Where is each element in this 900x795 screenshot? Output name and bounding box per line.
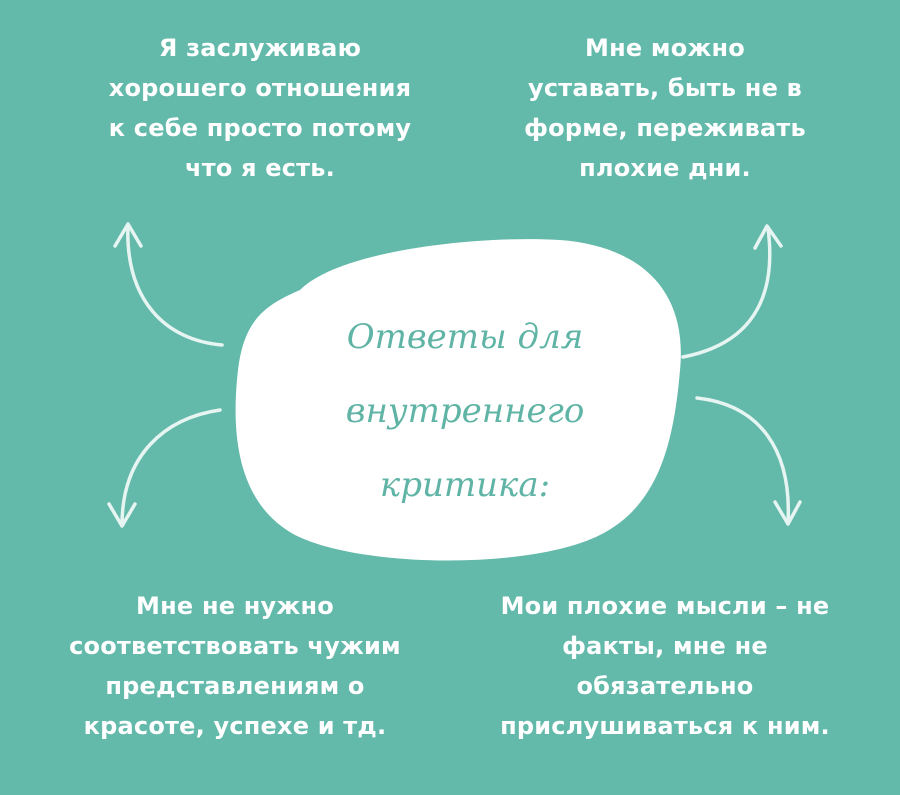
center-title: Ответы для внутреннего критика:: [290, 300, 640, 522]
arrow-top-left: [113, 222, 224, 347]
statement-bottom-right: Мои плохие мысли – не факты, мне не обяз…: [455, 586, 875, 746]
statement-line: прислушиваться к ним.: [500, 712, 830, 740]
statement-line: что я есть.: [185, 154, 335, 182]
statement-line: соответствовать чужим: [69, 632, 401, 660]
statement-line: Мне не нужно: [136, 592, 334, 620]
statement-line: к себе просто потому: [108, 114, 412, 142]
statement-line: форме, переживать: [524, 114, 806, 142]
center-title-line: внутреннего: [345, 391, 585, 431]
statement-line: обязательно: [576, 672, 754, 700]
statement-bottom-left: Мне не нужно соответствовать чужим предс…: [30, 586, 440, 746]
statement-top-left: Я заслуживаю хорошего отношения к себе п…: [60, 28, 460, 188]
center-blob: [235, 239, 681, 561]
center-title-line: Ответы для: [346, 317, 584, 357]
statement-line: хорошего отношения: [108, 74, 412, 102]
statement-line: Мои плохие мысли – не: [500, 592, 830, 620]
statement-line: Я заслуживаю: [158, 34, 362, 62]
center-title-line: критика:: [379, 465, 551, 505]
arrow-bottom-left: [107, 408, 222, 528]
arrow-bottom-right: [695, 396, 802, 526]
statement-line: красоте, успехе и тд.: [83, 712, 387, 740]
statement-top-right: Мне можно уставать, быть не в форме, пер…: [460, 28, 870, 188]
statement-line: факты, мне не: [562, 632, 768, 660]
statement-line: плохие дни.: [579, 154, 751, 182]
arrow-top-right: [681, 224, 783, 359]
statement-line: представлениям о: [105, 672, 365, 700]
statement-line: уставать, быть не в: [527, 74, 803, 102]
statement-line: Мне можно: [585, 34, 745, 62]
